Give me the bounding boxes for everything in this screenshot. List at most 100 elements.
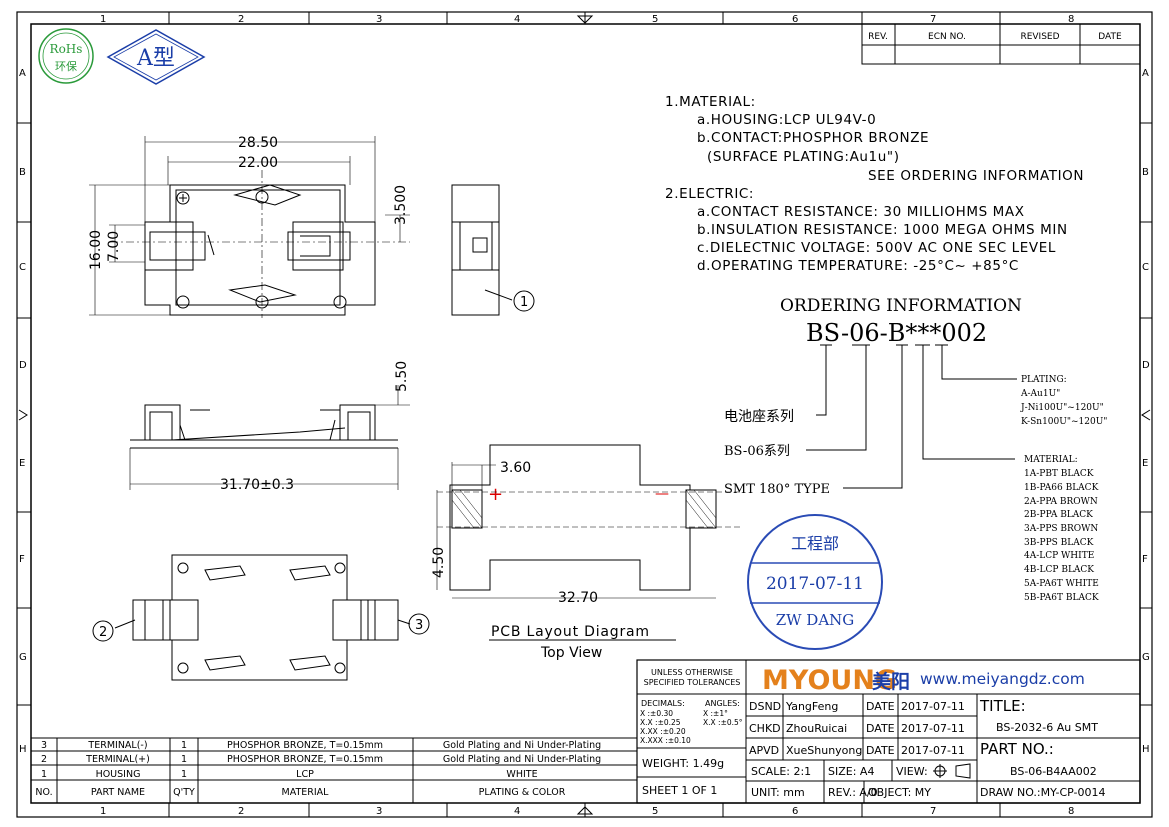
title-label: TITLE: [979, 697, 1026, 715]
material-item: 5A-PA6T WHITE [1024, 579, 1099, 589]
material-item: 2B-PPA BLACK [1024, 510, 1093, 520]
dim-3-60: 3.60 [500, 460, 531, 476]
ecn-header: ECN NO. [928, 32, 966, 42]
bottom-view: 2 3 [92, 554, 430, 681]
ordering-code: BS-06-B***002 [806, 319, 987, 347]
chkd-date-label: DATE [866, 722, 895, 735]
col-5-bottom: 5 [652, 806, 658, 817]
label-smt: SMT 180° TYPE [724, 482, 830, 497]
weight: WEIGHT: 1.49g [642, 757, 724, 770]
note-line: b.CONTACT:PHOSPHOR BRONZE [697, 130, 929, 146]
col-4-bottom: 4 [514, 806, 520, 817]
dsnd-date-label: DATE [866, 700, 895, 713]
dim-4-50: 4.50 [431, 547, 447, 578]
part-label: PART NO.: [980, 740, 1054, 758]
part-value: BS-06-B4AA002 [1010, 765, 1097, 778]
row-b-left: B [19, 167, 26, 178]
material-item: 1A-PBT BLACK [1024, 469, 1094, 479]
center-mark-left-icon [18, 409, 28, 421]
dim-32-70: 32.70 [558, 590, 598, 606]
row-c-right: C [1142, 262, 1149, 273]
tol-angles: ANGLES: [705, 699, 740, 708]
apvd-date: 2017-07-11 [901, 744, 965, 757]
col-3-top: 3 [376, 14, 382, 25]
material-item: 4A-LCP WHITE [1024, 551, 1094, 561]
date-header: DATE [1098, 32, 1122, 42]
col-4-top: 4 [514, 14, 520, 25]
row-e-right: E [1142, 458, 1148, 469]
row-a-left: A [19, 68, 26, 79]
note-line: d.OPERATING TEMPERATURE: -25°C~ +85°C [697, 258, 1019, 274]
col-8-bottom: 8 [1068, 806, 1074, 817]
bom-qty: 1 [181, 754, 187, 765]
bom-qty: 1 [181, 769, 187, 780]
unit: UNIT: mm [751, 786, 805, 799]
stamp-dept: 工程部 [791, 534, 839, 553]
company-brand-cn: 美阳 [872, 670, 910, 693]
front-view: 5.50 31.70±0.3 [129, 361, 410, 493]
tol-row: X.XX :±0.20 [640, 727, 686, 736]
a-type-logo: A型 [106, 29, 206, 85]
dim-16-00: 16.00 [88, 230, 104, 270]
note-line: a.CONTACT RESISTANCE: 30 MILLIOHMS MAX [697, 204, 1025, 220]
tol-row: X :±0.30 [640, 709, 673, 718]
bom-header-qty: Q'TY [173, 787, 195, 798]
title-value: BS-2032-6 Au SMT [996, 721, 1098, 734]
col-2-bottom: 2 [238, 806, 244, 817]
company-url: www.meiyangdz.com [920, 670, 1085, 688]
callout-1-circle [513, 290, 535, 312]
sheet: SHEET 1 OF 1 [642, 784, 717, 797]
col-6-bottom: 6 [792, 806, 798, 817]
dim-28-50: 28.50 [238, 135, 278, 151]
dim-31-70: 31.70±0.3 [220, 477, 294, 493]
row-c-left: C [19, 262, 26, 273]
col-1-top: 1 [100, 14, 106, 25]
tol-row: X.X :±0.25 [640, 718, 681, 727]
row-h-left: H [19, 744, 27, 755]
side-view: 1 [451, 184, 535, 316]
row-h-right: H [1142, 744, 1150, 755]
view-label: VIEW: [896, 765, 928, 778]
material-title: MATERIAL: [1024, 455, 1078, 465]
chkd-role: CHKD [749, 722, 781, 735]
tol-decimals: DECIMALS: [641, 699, 685, 708]
bom-no: 2 [41, 754, 47, 765]
material-item: 3B-PPS BLACK [1024, 538, 1094, 548]
chkd-date: 2017-07-11 [901, 722, 965, 735]
plating-title: PLATING: [1021, 375, 1067, 385]
row-markers: A B C D E F G H A B C D E F G H [17, 68, 1152, 755]
bom-plating: Gold Plating and Ni Under-Plating [443, 740, 601, 751]
scale: SCALE: 2:1 [751, 765, 811, 778]
col-3-bottom: 3 [376, 806, 382, 817]
size: SIZE: A4 [828, 765, 874, 778]
col-6-top: 6 [792, 14, 798, 25]
note-line: c.DIELECTNIC VOLTAGE: 500V AC ONE SEC LE… [697, 240, 1056, 256]
apvd-role: APVD [749, 744, 779, 757]
center-mark-right-icon [1141, 409, 1151, 421]
bom-part-name: TERMINAL(-) [87, 740, 147, 751]
note-line: (SURFACE PLATING:Au1u") [707, 149, 900, 165]
note-line: 2.ELECTRIC: [665, 186, 754, 202]
ordering-info: ORDERING INFORMATION BS-06-B***002 电池座系列… [724, 296, 1107, 603]
a-type-text: A型 [136, 46, 175, 71]
center-mark-bottom-icon [576, 806, 594, 815]
bom-header-no: NO. [35, 787, 52, 798]
title-block: UNLESS OTHERWISE SPECIFIED TOLERANCES DE… [636, 659, 1141, 804]
rev-value: REV.: A/0 [828, 786, 878, 799]
tol-header-1: UNLESS OTHERWISE [651, 668, 733, 677]
callout-1: 1 [520, 295, 528, 310]
bom-header-material: MATERIAL [282, 787, 330, 798]
bom-table: 3 TERMINAL(-) 1 PHOSPHOR BRONZE, T=0.15m… [30, 737, 638, 804]
approval-stamp: 工程部 2017-07-11 ZW DANG [747, 514, 883, 650]
bom-header-plating: PLATING & COLOR [479, 787, 566, 798]
pcb-subtitle: Top View [540, 645, 602, 661]
label-bs06: BS-06系列 [724, 444, 790, 459]
bom-part-name: HOUSING [96, 769, 141, 780]
dsnd-role: DSND [749, 700, 781, 713]
col-2-top: 2 [238, 14, 244, 25]
dsnd-name: YangFeng [785, 700, 838, 713]
row-e-left: E [19, 458, 25, 469]
center-mark-top-icon [576, 15, 594, 24]
stamp-name: ZW DANG [776, 611, 855, 629]
column-markers: 1 2 3 4 5 6 7 8 1 2 3 4 5 6 7 8 [100, 12, 1074, 817]
